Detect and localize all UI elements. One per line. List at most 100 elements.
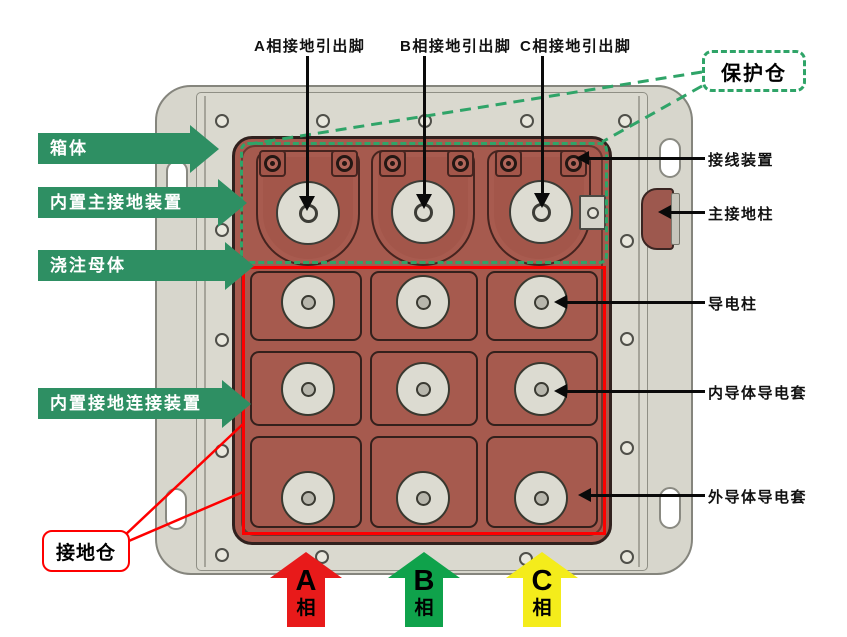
protection-compartment-callout: 保护仓 xyxy=(702,50,806,92)
conductive-pin xyxy=(533,294,549,310)
left-arrowhead-icon xyxy=(576,151,589,165)
left-arrowhead-icon xyxy=(658,205,671,219)
bolt-hole xyxy=(620,441,634,455)
left-arrowhead-icon xyxy=(554,295,567,309)
ground-cell xyxy=(250,436,362,528)
frame-edge-line xyxy=(638,96,640,567)
wiring-device-hole xyxy=(586,206,599,219)
right-arrowhead-icon xyxy=(190,124,219,173)
bolt-center-dot xyxy=(270,161,275,166)
conductive-disc xyxy=(396,275,450,329)
phase-arrow-body: B 相 xyxy=(405,567,443,627)
ground-compartment-outline xyxy=(242,266,606,535)
leader-line xyxy=(541,56,544,193)
phase-letter: A xyxy=(295,565,317,597)
leader-line xyxy=(566,390,705,393)
panel-bolt-recess xyxy=(447,150,474,177)
right-arrowhead-icon xyxy=(225,241,254,290)
bolt-hole xyxy=(215,548,229,562)
ground-cell xyxy=(486,271,598,341)
leader-line xyxy=(566,301,705,304)
bolt-hole xyxy=(620,332,634,346)
bolt-center-dot xyxy=(342,161,347,166)
phase-letter: C xyxy=(531,565,553,597)
conductive-disc xyxy=(281,275,335,329)
panel-bolt xyxy=(336,155,353,172)
ground-cell xyxy=(486,351,598,426)
panel-bolt-recess xyxy=(379,150,406,177)
arrow-label-text: 浇注母体 xyxy=(50,256,126,275)
up-arrowhead-icon xyxy=(388,552,460,578)
ground-cell xyxy=(370,351,478,426)
arrow-label-ground-connection-device: 内置接地连接装置 xyxy=(38,379,251,428)
phase-suffix: 相 xyxy=(532,598,552,619)
label-main-ground-post: 主接地柱 xyxy=(708,206,775,223)
label-phase-c-lead: C相接地引出脚 xyxy=(520,38,632,55)
main-ground-post-edge xyxy=(671,193,680,245)
phase-c-arrow: C 相 xyxy=(506,552,578,628)
conductive-pin xyxy=(300,490,316,506)
bolt-center-dot xyxy=(390,161,395,166)
left-arrowhead-icon xyxy=(554,384,567,398)
label-inner-conductor-sleeve: 内导体导电套 xyxy=(708,385,808,402)
phase-suffix: 相 xyxy=(296,598,316,619)
main-ground-post xyxy=(641,188,674,250)
phase-suffix: 相 xyxy=(414,598,434,619)
conductive-disc xyxy=(396,362,450,416)
bolt-hole xyxy=(618,114,632,128)
down-arrowhead-icon xyxy=(416,194,432,209)
phase-letter: B xyxy=(413,565,435,597)
ground-cell xyxy=(486,436,598,528)
right-arrowhead-icon xyxy=(218,178,247,227)
bolt-hole xyxy=(620,234,634,248)
down-arrowhead-icon xyxy=(534,193,550,208)
ground-cell xyxy=(370,436,478,528)
label-conductive-post: 导电柱 xyxy=(708,296,758,313)
panel-bolt-recess xyxy=(495,150,522,177)
conductive-pin xyxy=(300,381,316,397)
up-arrowhead-icon xyxy=(270,552,342,578)
down-arrowhead-icon xyxy=(299,196,315,211)
phase-b-arrow: B 相 xyxy=(388,552,460,628)
ground-compartment-callout: 接地仓 xyxy=(42,530,130,572)
conductive-pin xyxy=(415,381,431,397)
up-arrowhead-icon xyxy=(506,552,578,578)
label-wiring-device: 接线装置 xyxy=(708,152,775,169)
mounting-slot xyxy=(165,488,187,530)
conductive-pin xyxy=(415,294,431,310)
bolt-hole xyxy=(215,444,229,458)
conductive-pin xyxy=(300,294,316,310)
arrow-label-text: 箱体 xyxy=(50,139,88,158)
label-phase-a-lead: A相接地引出脚 xyxy=(254,38,366,55)
panel-bolt xyxy=(500,155,517,172)
right-arrowhead-icon xyxy=(222,379,251,428)
conductive-pin xyxy=(533,490,549,506)
ground-cell xyxy=(250,351,362,426)
leader-line xyxy=(423,56,426,194)
left-arrowhead-icon xyxy=(578,488,591,502)
arrow-label-cast-matrix: 浇注母体 xyxy=(38,241,254,290)
bolt-hole xyxy=(316,114,330,128)
bolt-hole xyxy=(520,114,534,128)
panel-bolt xyxy=(264,155,281,172)
arrow-label-box-body: 箱体 xyxy=(38,124,219,173)
panel-bolt-recess xyxy=(259,150,286,177)
phase-arrow-body: A 相 xyxy=(287,567,325,627)
ground-cell xyxy=(250,271,362,341)
bolt-center-dot xyxy=(458,161,463,166)
arrow-label-text: 内置接地连接装置 xyxy=(50,394,202,413)
leader-line xyxy=(670,211,705,214)
leader-line xyxy=(590,494,705,497)
mounting-slot xyxy=(659,487,681,529)
bolt-hole xyxy=(620,550,634,564)
arrow-label-main-grounding-device: 内置主接地装置 xyxy=(38,178,247,227)
phase-a-arrow: A 相 xyxy=(270,552,342,628)
label-outer-conductor-sleeve: 外导体导电套 xyxy=(708,489,808,506)
arrow-label-text: 内置主接地装置 xyxy=(50,193,183,212)
bolt-center-dot xyxy=(506,161,511,166)
conductive-disc xyxy=(396,471,450,525)
panel-bolt xyxy=(452,155,469,172)
bolt-center-dot xyxy=(571,161,576,166)
label-phase-b-lead: B相接地引出脚 xyxy=(400,38,512,55)
